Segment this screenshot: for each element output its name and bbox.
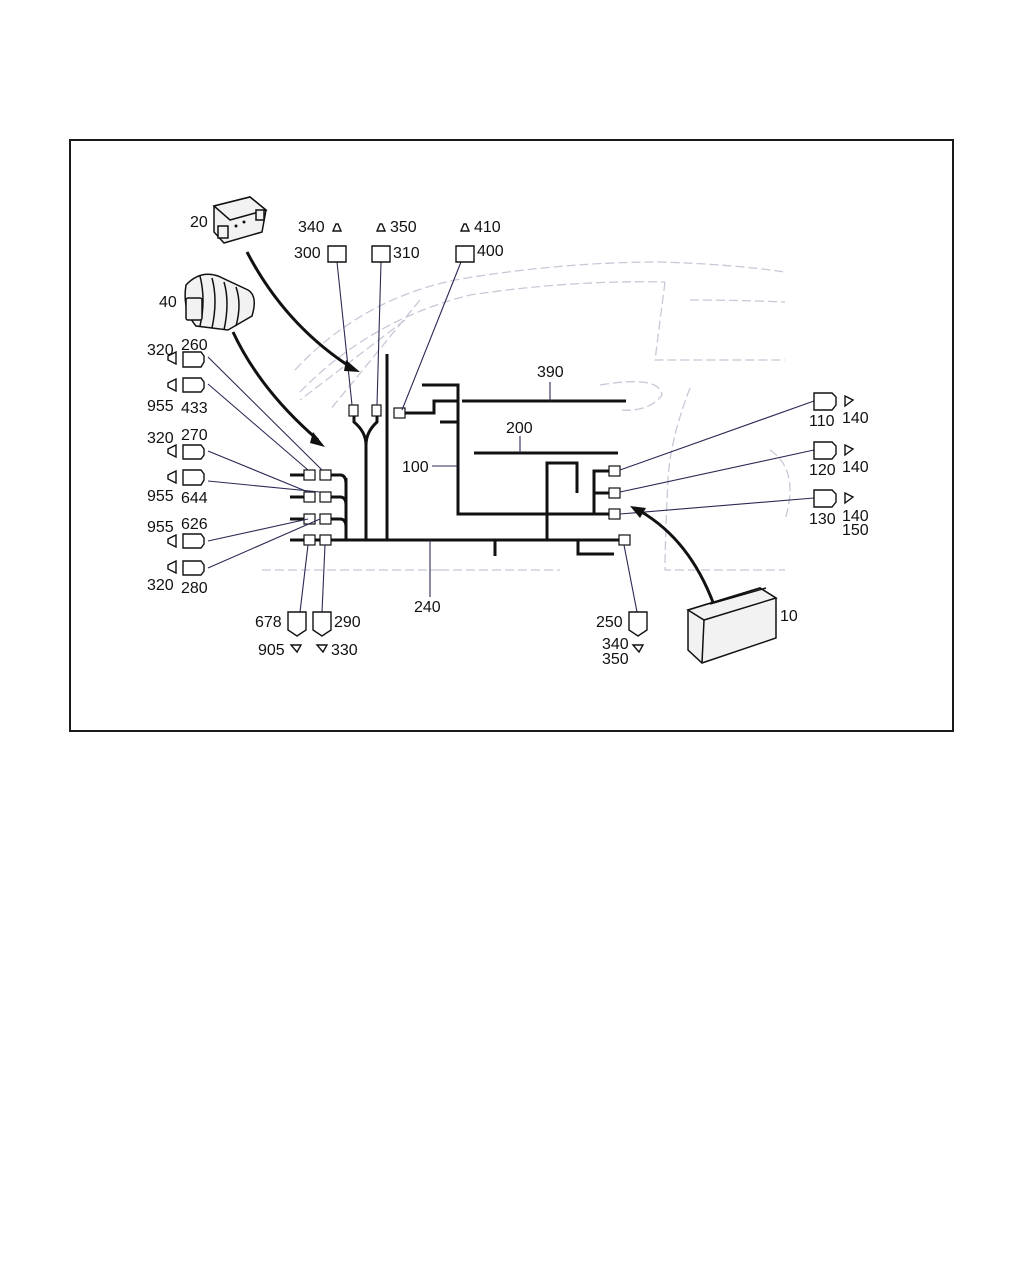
label-270: 270 <box>181 427 208 444</box>
label-140-c: 140 <box>842 508 869 525</box>
label-955-c: 955 <box>147 519 174 536</box>
label-250: 250 <box>596 614 623 631</box>
part-number-labels: 20 40 10 340 300 350 310 410 400 390 200… <box>147 214 869 668</box>
label-100: 100 <box>402 459 429 476</box>
label-120: 120 <box>809 462 836 479</box>
label-410: 410 <box>474 219 501 236</box>
label-400: 400 <box>477 243 504 260</box>
label-320-b: 320 <box>147 430 174 447</box>
label-320-c: 320 <box>147 577 174 594</box>
component-10-control-unit-icon <box>686 587 778 664</box>
component-40-bellows-icon <box>184 273 255 331</box>
harness-pins <box>303 404 631 546</box>
label-350-top: 350 <box>390 219 417 236</box>
label-955-a: 955 <box>147 398 174 415</box>
label-905: 905 <box>258 642 285 659</box>
label-320-a: 320 <box>147 342 174 359</box>
label-240: 240 <box>414 599 441 616</box>
label-130: 130 <box>809 511 836 528</box>
label-140-b: 140 <box>842 459 869 476</box>
label-310: 310 <box>393 245 420 262</box>
label-433: 433 <box>181 400 208 417</box>
label-280: 280 <box>181 580 208 597</box>
label-260: 260 <box>181 337 208 354</box>
left-connectors <box>167 350 205 576</box>
label-290: 290 <box>334 614 361 631</box>
label-40: 40 <box>159 294 177 311</box>
label-340-bottom: 340 <box>602 636 629 653</box>
vehicle-outline <box>262 261 791 571</box>
label-678: 678 <box>255 614 282 631</box>
leader-lines <box>207 261 815 613</box>
component-20-module-icon <box>212 196 268 244</box>
diagram-frame <box>69 139 954 732</box>
label-10: 10 <box>780 608 798 625</box>
bottom-connectors <box>287 611 648 654</box>
top-connectors <box>327 223 475 263</box>
right-connectors <box>813 392 855 508</box>
label-955-b: 955 <box>147 488 174 505</box>
label-350-bottom: 350 <box>602 651 629 668</box>
label-110: 110 <box>809 413 835 430</box>
label-626: 626 <box>181 516 208 533</box>
label-140-a: 140 <box>842 410 869 427</box>
label-200: 200 <box>506 420 533 437</box>
label-150: 150 <box>842 522 869 539</box>
label-300: 300 <box>294 245 321 262</box>
label-20: 20 <box>190 214 208 231</box>
harness-wires <box>290 354 630 556</box>
label-390: 390 <box>537 364 564 381</box>
assignment-arrows <box>231 251 716 606</box>
label-340-top: 340 <box>298 219 325 236</box>
label-644: 644 <box>181 490 208 507</box>
label-330: 330 <box>331 642 358 659</box>
